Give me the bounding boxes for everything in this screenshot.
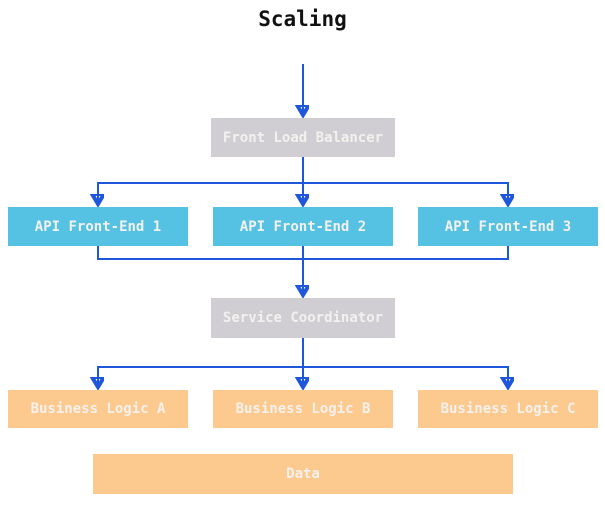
edge-balancer-to-api1 — [98, 182, 303, 202]
node-business-logic-c: Business Logic C — [418, 390, 598, 428]
edge-coordinator-to-logic-a — [98, 366, 303, 385]
node-service-coordinator: Service Coordinator — [211, 298, 395, 338]
node-api-front-end-3: API Front-End 3 — [418, 207, 598, 246]
edge-api1-to-coordinator — [97, 246, 303, 260]
edge-balancer-to-api3 — [303, 182, 508, 202]
node-front-load-balancer: Front Load Balancer — [211, 118, 395, 157]
node-business-logic-b: Business Logic B — [213, 390, 393, 428]
node-api-front-end-2: API Front-End 2 — [213, 207, 393, 246]
node-data: Data — [93, 454, 513, 494]
node-api-front-end-1: API Front-End 1 — [8, 207, 188, 246]
node-business-logic-a: Business Logic A — [8, 390, 188, 428]
edge-coordinator-to-logic-c — [303, 366, 508, 385]
edge-api3-to-coordinator — [303, 246, 509, 260]
diagram-title: Scaling — [258, 7, 347, 31]
